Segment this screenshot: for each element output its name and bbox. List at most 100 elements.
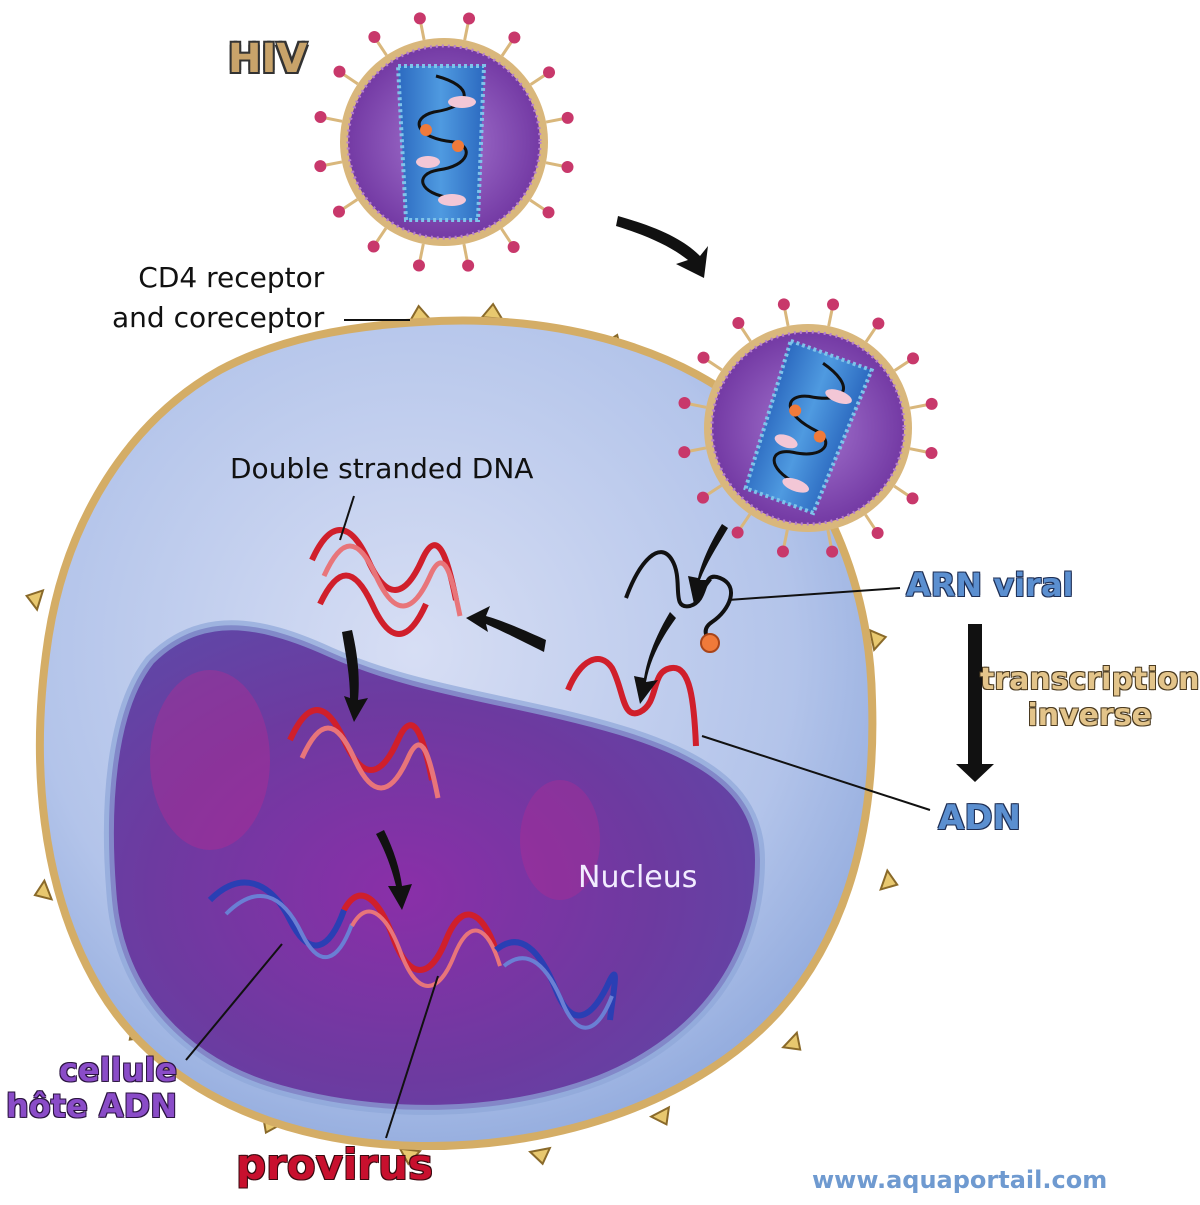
transcription-inverse-label: transcription inverse [980,662,1200,734]
envelope-spike-stem [782,529,789,548]
envelope-spike-stem [738,513,752,531]
envelope-spike-stem [374,227,388,245]
receptor-spike [24,588,45,612]
envelope-glycoprotein [542,206,555,219]
envelope-glycoprotein [776,545,789,558]
envelope-glycoprotein [925,397,938,410]
envelope-glycoprotein [507,241,520,254]
envelope-spike-stem [705,358,723,372]
provirus-label: provirus [236,1140,434,1189]
arrow-into-nucleus [342,630,368,722]
viral-protein [448,96,476,108]
envelope-spike-stem [705,484,723,497]
leader-provirus [385,975,439,1139]
double-stranded-dna-helix [309,527,463,637]
viral-capsid [743,338,875,516]
envelope-glycoprotein [907,352,920,365]
hiv-label: HIV [228,36,308,82]
leader-host-dna [185,943,283,1061]
hiv-virion [314,12,574,272]
envelope-glycoprotein [543,66,556,79]
envelope-glycoprotein [696,491,709,504]
envelope-spike-stem [864,513,877,531]
envelope-glycoprotein [826,545,839,558]
cd4-receptor-label: CD4 receptor and coreceptor [112,258,324,338]
envelope-spike-stem [687,446,707,453]
receptor-spike [781,1030,802,1051]
viral-protein [782,477,809,493]
envelope-spike-stem [545,161,564,168]
envelope-glycoprotein [697,351,710,364]
host-label-line1: cellule [58,1051,178,1089]
envelope-glycoprotein [561,111,574,124]
arrow-transcription-head [956,764,994,782]
envelope-glycoprotein [925,447,938,460]
envelope-spike-stem [324,116,343,123]
envelope-spike-stem [419,21,426,41]
envelope-glycoprotein [827,298,840,311]
arrow-reverse-transcription [634,612,676,704]
viral-capsid [395,64,487,222]
envelope-glycoprotein [777,298,790,311]
envelope-spike-stem [341,198,359,211]
envelope-glycoprotein [678,396,691,409]
envelope-spike-stem [500,227,513,245]
envelope-glycoprotein [731,526,744,539]
envelope-spike-stem [341,72,359,86]
leader-arn [727,587,901,601]
leader-dsdna [339,495,355,541]
receptor-spike [33,878,54,901]
receptor-spike [480,302,504,320]
envelope-spike-stem [375,39,388,57]
receptor-spike [398,1147,422,1166]
envelope-spike-stem [688,402,707,409]
host-cell-dna-label: cellule hôte ADN [6,1052,177,1124]
envelope-glycoprotein [413,12,426,25]
envelope-spike-stem [463,22,470,41]
envelope-spike-stem [323,160,343,167]
receptor-spike [648,1105,671,1126]
adn-label: ADN [938,798,1021,838]
leader-adn [701,735,931,811]
reverse-transcriptase [420,124,432,136]
receptor-spike [879,868,899,891]
envelope-spike-stem [418,243,425,262]
envelope-glycoprotein [368,30,381,43]
arrow-rna-release [688,524,728,604]
envelope-spike-stem [893,484,911,498]
envelope-spike-stem [462,243,469,263]
envelope-glycoprotein [333,65,346,78]
reverse-transcriptase [789,404,802,417]
arn-viral-label: ARN viral [906,566,1074,604]
reverse-transcriptase-enzyme [700,633,720,653]
envelope-spike-stem [529,73,547,86]
envelope-spike-stem [783,307,790,327]
envelope-glycoprotein [314,160,327,173]
nucleus [103,620,766,1115]
envelope-glycoprotein [508,31,521,44]
double-stranded-dna-helix-nuclear [287,707,441,799]
envelope-glycoprotein [462,259,475,272]
process-arrows [342,216,994,910]
cd4-label-line1: CD4 receptor [138,261,325,294]
reverse-transcriptase [452,140,464,152]
nucleus-shading [150,670,270,850]
envelope-glycoprotein [678,446,691,459]
integrated-provirus-dna [207,879,618,1030]
envelope-glycoprotein [314,110,327,123]
envelope-spike-stem [826,529,833,549]
leader-lines [185,319,931,1139]
envelope-glycoprotein [732,316,745,329]
envelope-glycoprotein [906,492,919,505]
cd4-label-line2: and coreceptor [112,301,325,334]
transcription-label-line1: transcription [980,662,1200,697]
arrow-transcription-shaft [968,624,982,768]
envelope-spike-stem [529,198,547,212]
envelope-spike-stem [500,39,514,57]
envelope-spike-stem [893,359,911,372]
envelope-spike-stem [545,117,565,124]
envelope-spike-stem [739,325,752,343]
envelope-glycoprotein [872,317,885,330]
